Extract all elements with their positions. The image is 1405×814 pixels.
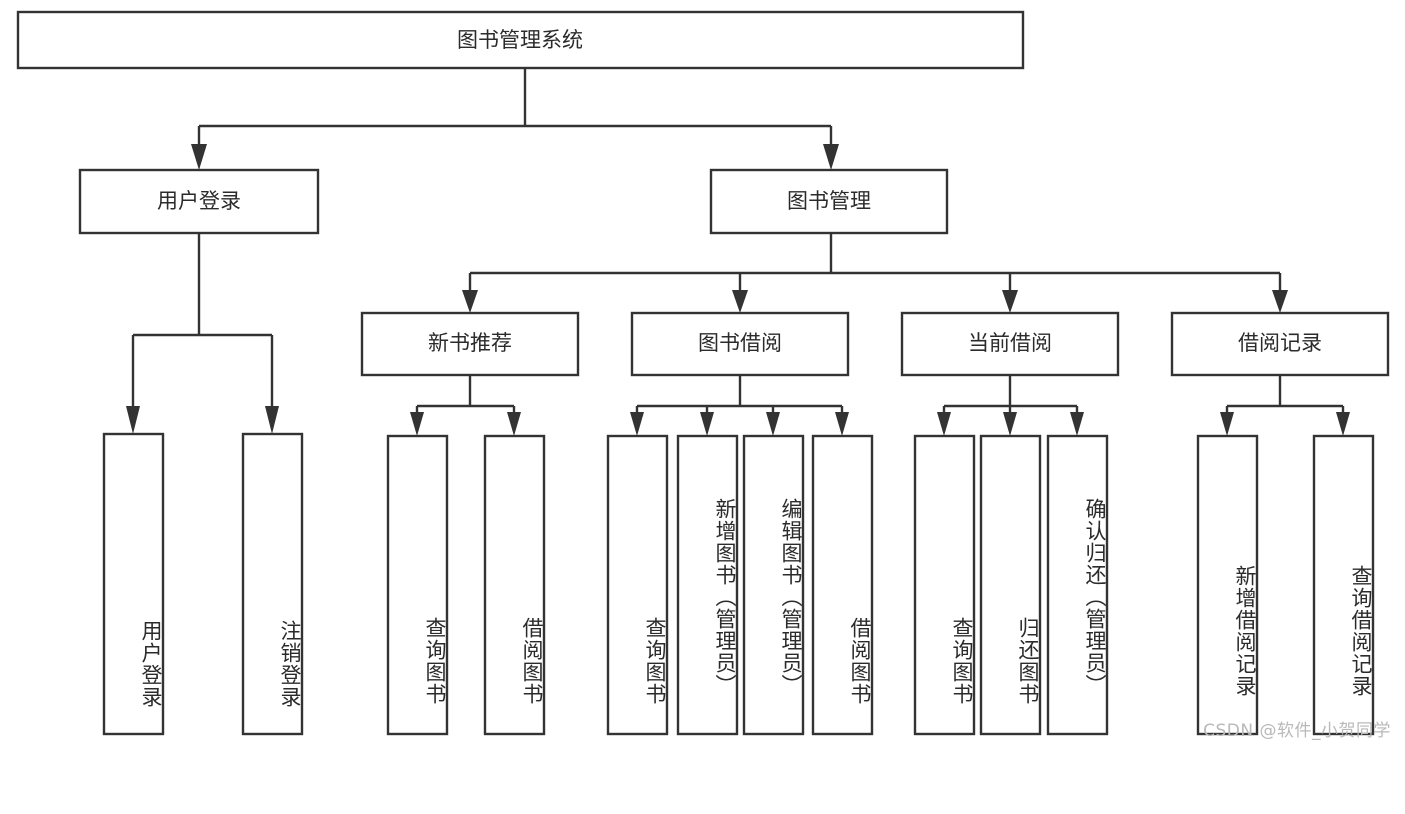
arrow-to-leaf-bookborrow-2 bbox=[700, 412, 714, 436]
arrow-to-leaf-borrowrecord-2 bbox=[1336, 412, 1350, 436]
arrow-to-leaf-currentborrow-3 bbox=[1070, 412, 1084, 436]
leaf-book-borrow-1[interactable] bbox=[606, 434, 669, 736]
arrow-to-leaf-bookborrow-3 bbox=[766, 412, 780, 436]
leaf-borrow-record-2[interactable] bbox=[1312, 434, 1375, 736]
node-book-manage[interactable] bbox=[709, 168, 949, 235]
leaf-current-borrow-3[interactable] bbox=[1046, 434, 1109, 736]
leaf-current-borrow-1[interactable] bbox=[913, 434, 976, 736]
arrow-to-leaf-borrowrecord-1 bbox=[1220, 412, 1234, 436]
node-user-login[interactable] bbox=[78, 168, 320, 235]
leaf-book-borrow-3[interactable] bbox=[742, 434, 805, 736]
node-current-borrow[interactable] bbox=[900, 311, 1120, 377]
node-layer: 图书管理系统 用户登录 图书管理 新书推荐 图书借阅 当前借阅 借阅记录 bbox=[16, 10, 1390, 736]
arrow-to-leaf-currentborrow-2 bbox=[1003, 412, 1017, 436]
node-book-borrow-label: 图书借阅 bbox=[698, 331, 782, 355]
diagram-canvas: 图书管理系统 用户登录 图书管理 新书推荐 图书借阅 当前借阅 借阅记录 bbox=[16, 10, 1391, 741]
arrow-to-user-login bbox=[191, 144, 207, 170]
arrow-to-leaf-bookborrow-4 bbox=[835, 412, 849, 436]
arrow-to-leaf-bookborrow-1 bbox=[630, 412, 644, 436]
node-current-borrow-label: 当前借阅 bbox=[968, 331, 1052, 355]
arrow-to-leaf-user-login-1 bbox=[126, 406, 140, 434]
arrow-to-current-borrow bbox=[1002, 290, 1018, 313]
node-user-login-label: 用户登录 bbox=[157, 189, 241, 213]
node-borrow-record[interactable] bbox=[1170, 311, 1390, 377]
connector-layer bbox=[126, 68, 1350, 436]
leaf-new-book-2[interactable] bbox=[483, 434, 546, 736]
arrow-to-leaf-user-login-2 bbox=[265, 406, 279, 434]
arrow-to-leaf-newbook-2 bbox=[507, 412, 521, 436]
csdn-watermark: CSDN @软件_小贺同学 bbox=[1203, 721, 1391, 741]
arrow-to-new-book-rec bbox=[462, 290, 478, 313]
arrow-to-leaf-newbook-1 bbox=[410, 412, 424, 436]
node-book-manage-label: 图书管理 bbox=[787, 189, 871, 213]
leaf-book-borrow-4[interactable] bbox=[811, 434, 874, 736]
arrow-to-book-manage bbox=[823, 144, 839, 170]
arrow-to-borrow-record bbox=[1272, 290, 1288, 313]
node-root[interactable] bbox=[16, 10, 1025, 70]
arrow-to-leaf-currentborrow-1 bbox=[937, 412, 951, 436]
tree-diagram-svg: 图书管理系统 用户登录 图书管理 新书推荐 图书借阅 当前借阅 借阅记录 bbox=[16, 10, 1390, 736]
node-root-label: 图书管理系统 bbox=[457, 28, 583, 52]
leaf-user-login-1[interactable] bbox=[102, 432, 165, 736]
arrow-to-book-borrow bbox=[732, 290, 748, 313]
leaf-book-borrow-2[interactable] bbox=[676, 434, 739, 736]
node-book-borrow[interactable] bbox=[630, 311, 850, 377]
node-borrow-record-label: 借阅记录 bbox=[1238, 331, 1322, 355]
leaf-user-login-2[interactable] bbox=[241, 432, 304, 736]
leaf-new-book-1[interactable] bbox=[386, 434, 449, 736]
leaf-current-borrow-2[interactable] bbox=[979, 434, 1042, 736]
node-new-book-rec-label: 新书推荐 bbox=[428, 331, 512, 355]
leaf-borrow-record-1[interactable] bbox=[1196, 434, 1259, 736]
node-new-book-rec[interactable] bbox=[360, 311, 580, 377]
